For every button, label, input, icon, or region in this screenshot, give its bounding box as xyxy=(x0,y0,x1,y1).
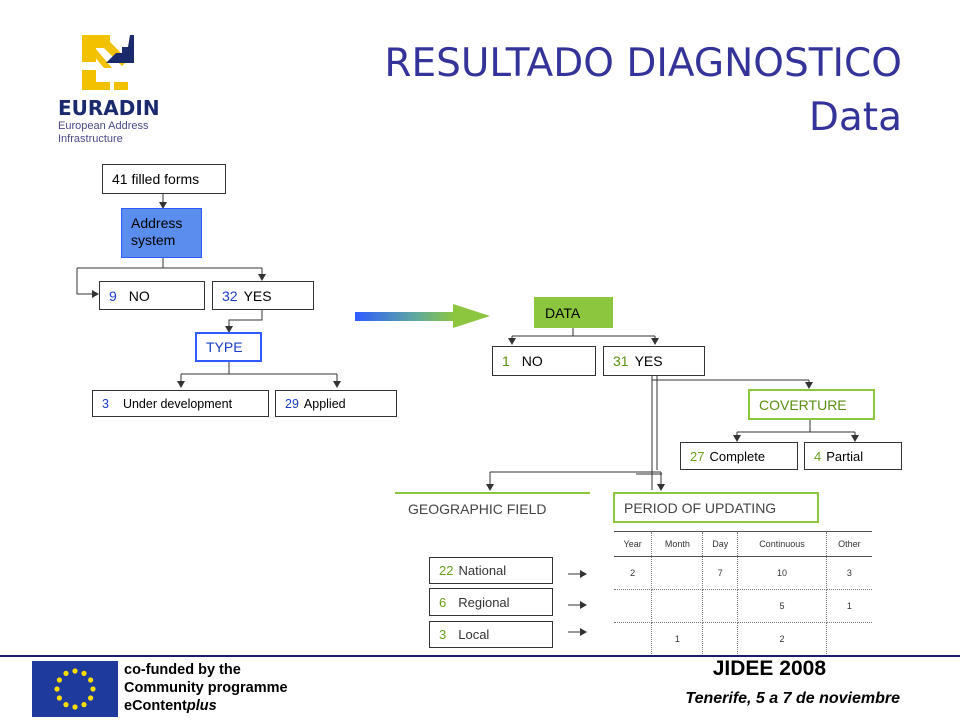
table-header-year: Year xyxy=(614,531,653,557)
geo-national-count: 22 xyxy=(439,563,454,578)
cofunded-line3: eContentplus xyxy=(124,697,288,715)
geo-national-label: National xyxy=(458,563,507,578)
logo-subtitle-line1: European Address xyxy=(58,120,149,132)
logo-name: EURADIN xyxy=(58,96,160,120)
table-cell xyxy=(702,589,739,623)
table-row: 5 1 xyxy=(614,589,872,623)
complete-count: 27 xyxy=(690,448,705,464)
right-no-label: NO xyxy=(521,353,543,369)
table-cell xyxy=(826,622,872,656)
table-cell: 10 xyxy=(737,556,827,590)
address-system-box: Address system xyxy=(121,208,202,258)
period-of-updating-box: PERIOD OF UPDATING xyxy=(613,492,819,523)
right-no-box: 1 NO xyxy=(492,346,596,376)
table-row: 1 2 xyxy=(614,622,872,656)
right-yes-count: 31 xyxy=(613,353,629,369)
right-no-count: 1 xyxy=(502,353,510,369)
euradin-emblem-icon xyxy=(82,35,134,90)
address-system-line1: Address xyxy=(131,215,183,231)
left-no-label: NO xyxy=(128,287,150,304)
left-yes-count: 32 xyxy=(222,287,238,304)
geo-regional-count: 6 xyxy=(439,594,447,610)
logo-subtitle: European Address Infrastructure xyxy=(58,120,149,146)
table-cell: 3 xyxy=(826,556,872,590)
coverture-box: COVERTURE xyxy=(748,389,875,420)
geo-item-local: 3 Local xyxy=(429,621,553,648)
event-location: Tenerife, 5 a 7 de noviembre xyxy=(685,690,900,707)
table-header-month: Month xyxy=(651,531,704,557)
logo-subtitle-line2: Infrastructure xyxy=(58,133,123,145)
partial-count: 4 xyxy=(814,448,822,464)
period-updating-table: Year Month Day Continuous Other 2 7 10 3… xyxy=(614,531,872,656)
cofunded-line1: co-funded by the xyxy=(124,662,241,678)
root-filled-forms-label: 41 filled forms xyxy=(112,171,200,187)
table-header-day: Day xyxy=(702,531,739,557)
geo-local-label: Local xyxy=(458,627,490,642)
table-cell xyxy=(614,622,653,656)
under-development-box: 3 Under development xyxy=(92,390,269,417)
cofunded-text: co-funded by the Community programme eCo… xyxy=(124,661,288,715)
address-system-line2: system xyxy=(131,232,176,248)
table-cell xyxy=(651,556,704,590)
type-box: TYPE xyxy=(195,332,262,362)
left-yes-box: 32 YES xyxy=(212,281,314,310)
geo-item-regional: 6 Regional xyxy=(429,588,553,616)
table-header-other: Other xyxy=(826,531,872,557)
event-name: JIDEE 2008 xyxy=(712,657,826,680)
data-label: DATA xyxy=(545,304,581,321)
cofunded-programme-plus: plus xyxy=(186,698,217,714)
table-cell: 7 xyxy=(702,556,739,590)
table-cell: 5 xyxy=(737,589,827,623)
geo-regional-label: Regional xyxy=(458,594,510,610)
complete-box: 27 Complete xyxy=(680,442,798,470)
table-cell xyxy=(651,589,704,623)
left-yes-label: YES xyxy=(243,287,272,304)
page-title: RESULTADO DIAGNOSTICO xyxy=(384,41,902,86)
eu-flag-icon xyxy=(32,661,118,717)
table-cell xyxy=(614,589,653,623)
root-filled-forms-box: 41 filled forms xyxy=(102,164,226,194)
table-header-continuous: Continuous xyxy=(737,531,827,557)
left-no-box: 9 NO xyxy=(99,281,205,310)
table-header-row: Year Month Day Continuous Other xyxy=(614,531,872,557)
complete-label: Complete xyxy=(709,448,766,464)
under-development-count: 3 xyxy=(102,396,109,411)
table-cell xyxy=(702,622,739,656)
right-yes-label: YES xyxy=(634,353,663,369)
geographic-field-box: GEOGRAPHIC FIELD xyxy=(395,492,590,523)
type-label: TYPE xyxy=(206,339,243,355)
partial-label: Partial xyxy=(826,448,864,464)
coverture-label: COVERTURE xyxy=(759,396,847,413)
transition-arrow-icon xyxy=(355,304,490,328)
table-cell: 2 xyxy=(737,622,827,656)
table-row: 2 7 10 3 xyxy=(614,556,872,590)
under-development-label: Under development xyxy=(122,396,233,411)
applied-box: 29 Applied xyxy=(275,390,397,417)
cofunded-line2: Community programme xyxy=(124,680,288,696)
euradin-logo: EURADIN European Address Infrastructure xyxy=(52,30,172,150)
period-of-updating-label: PERIOD OF UPDATING xyxy=(624,499,777,516)
geographic-field-label: GEOGRAPHIC FIELD xyxy=(408,500,547,517)
geo-local-count: 3 xyxy=(439,627,447,642)
left-no-count: 9 xyxy=(109,287,117,304)
data-box: DATA xyxy=(534,297,613,328)
page-subtitle: Data xyxy=(808,95,902,140)
applied-label: Applied xyxy=(303,396,346,411)
footer-divider xyxy=(0,655,960,657)
right-yes-box: 31 YES xyxy=(603,346,705,376)
cofunded-programme: eContent xyxy=(124,698,187,714)
geo-item-national: 22 National xyxy=(429,557,553,584)
partial-box: 4 Partial xyxy=(804,442,902,470)
table-cell: 1 xyxy=(651,622,704,656)
table-cell: 2 xyxy=(614,556,653,590)
table-cell: 1 xyxy=(826,589,872,623)
applied-count: 29 xyxy=(285,396,299,411)
